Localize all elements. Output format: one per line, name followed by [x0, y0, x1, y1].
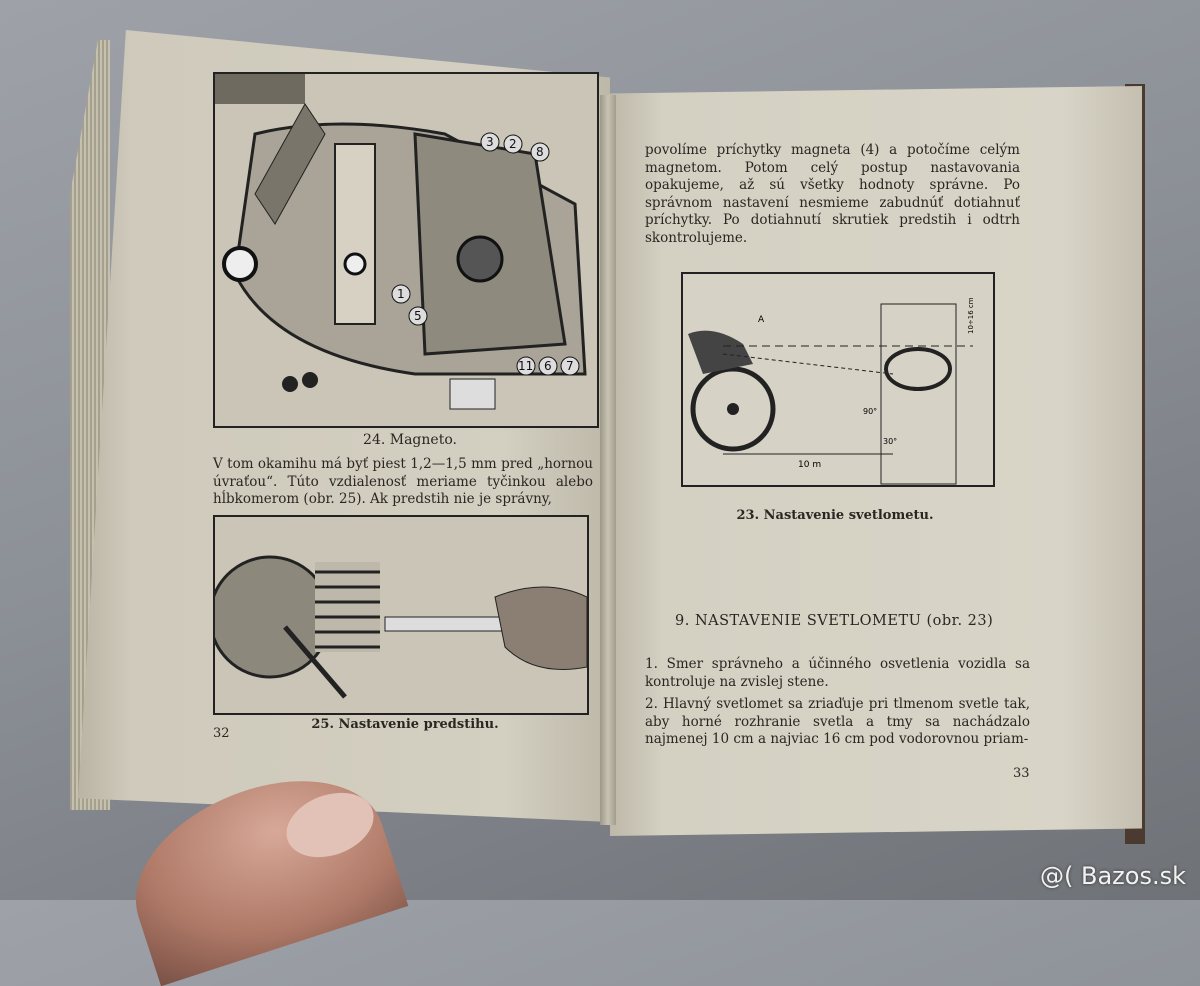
headlight-diagram: 10 m A 10÷16 cm 90° 30°	[688, 297, 975, 485]
watermark: @( Bazos.sk	[1040, 862, 1186, 890]
timing-illustration	[208, 555, 588, 699]
figure-timing-adjustment	[208, 515, 589, 715]
magneto-illustration: 3 2 8 1 5 11 6 7	[215, 74, 587, 410]
svg-text:1: 1	[397, 287, 405, 301]
height-label: 10÷16 cm	[967, 297, 975, 334]
angle-label: 90°	[863, 407, 877, 416]
caption-figure-24: 24. Magneto.	[363, 432, 457, 448]
svg-text:8: 8	[536, 145, 544, 159]
svg-text:6: 6	[544, 359, 552, 373]
list-item-1: 1. Smer správneho a účinného osvetlenia …	[645, 656, 1030, 690]
svg-text:5: 5	[414, 309, 422, 323]
page-number-right: 33	[1013, 766, 1030, 781]
svg-text:3: 3	[486, 135, 494, 149]
list-item-2: 2. Hlavný svetlomet sa zriaďuje pri tlme…	[645, 696, 1030, 747]
left-paragraph: V tom okamihu má byť piest 1,2—1,5 mm pr…	[213, 456, 593, 507]
svg-text:11: 11	[518, 359, 533, 373]
right-paragraph-top: povolíme príchytky magneta (4) a potočím…	[645, 142, 1020, 246]
distance-label: 10 m	[798, 460, 821, 470]
angle-label-2: 30°	[883, 437, 897, 446]
caption-figure-25: 25. Nastavenie predstihu.	[311, 717, 499, 732]
book-spine	[600, 95, 616, 825]
point-a-label: A	[758, 315, 765, 325]
svg-text:7: 7	[566, 359, 574, 373]
caption-figure-23: 23. Nastavenie svetlometu.	[736, 508, 934, 523]
figure-headlight-adjustment: 10 m A 10÷16 cm 90° 30°	[681, 272, 995, 487]
figure-magneto: 3 2 8 1 5 11 6 7	[213, 72, 599, 428]
page-number-left: 32	[213, 726, 230, 741]
svg-text:2: 2	[509, 137, 517, 151]
section-heading: 9. NASTAVENIE SVETLOMETU (obr. 23)	[675, 613, 994, 629]
